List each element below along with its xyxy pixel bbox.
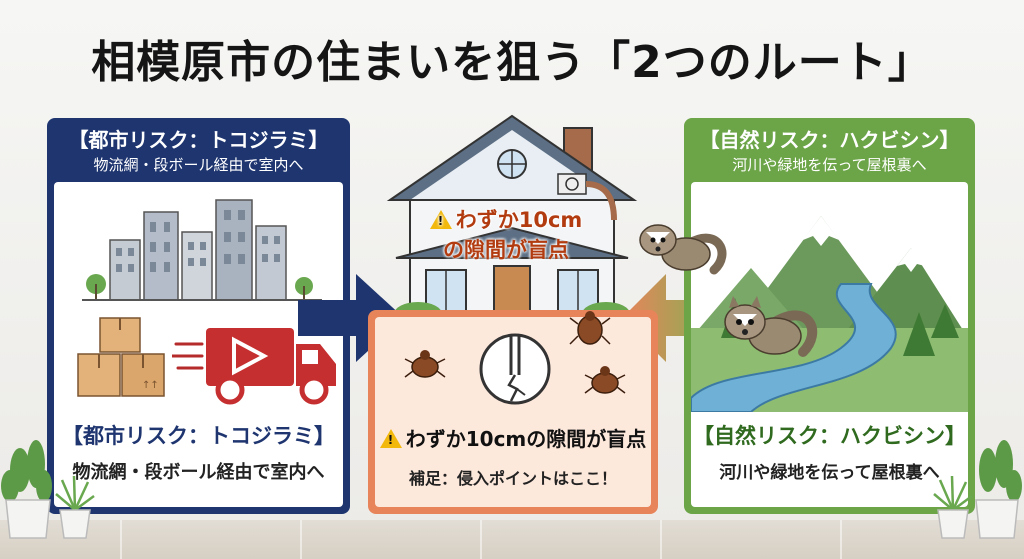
nature-risk-footer-subtitle: 河川や緑地を伝って屋根裏へ xyxy=(719,463,940,483)
urban-risk-footer-title: 【都市リスク：トコジラミ】 xyxy=(62,424,335,448)
callout-line-1: わずか10cm xyxy=(455,208,583,232)
callout-line-2: の隙間が盲点 xyxy=(443,238,569,262)
house-icon xyxy=(386,114,638,320)
nature-risk-header-subtitle: 河川や緑地を伝って屋根裏へ xyxy=(732,156,927,174)
nature-risk-illustration-area: 【自然リスク：ハクビシン】 河川や緑地を伝って屋根裏へ xyxy=(691,182,968,507)
gap-warning-callout: !わずか10cm の隙間が盲点 xyxy=(397,204,615,264)
svg-text:↑↑: ↑↑ xyxy=(142,380,159,391)
gap-point-footer-title: !わずか10cmの隙間が盲点 xyxy=(375,423,651,452)
bedbug-on-house-icon xyxy=(569,311,611,345)
urban-risk-header-subtitle: 物流網・段ボール経由で室内へ xyxy=(93,156,304,174)
potted-plant-left-icon xyxy=(1,440,52,539)
page-title: 相模原市の住まいを狙う「2つのルート」 xyxy=(91,37,933,88)
bedbug-icon-2 xyxy=(584,366,626,394)
urban-risk-illustration-area: ↑↑ 【都市リスク：トコジラミ】 物流網・段ボール経由で室内へ xyxy=(54,182,343,507)
gap-point-footer-subtitle: 補足：侵入ポイントはここ！ xyxy=(408,469,617,488)
floor xyxy=(0,520,1024,559)
nature-risk-header-title: 【自然リスク：ハクビシン】 xyxy=(699,128,960,152)
gap-point-illustration-area: !わずか10cmの隙間が盲点 補足：侵入ポイントはここ！ xyxy=(375,317,651,507)
nature-risk-panel: 【自然リスク：ハクビシン】 河川や緑地を伝って屋根裏へ 【自然リスク：ハクビシン… xyxy=(684,118,975,514)
bedbug-icon xyxy=(404,350,446,378)
civet-icon xyxy=(724,296,818,357)
river-icon xyxy=(691,283,897,412)
gap-point-panel: !わずか10cmの隙間が盲点 補足：侵入ポイントはここ！ xyxy=(368,310,658,514)
warning-icon-2: ! xyxy=(379,429,402,448)
potted-grass-right-icon xyxy=(933,476,973,539)
potted-grass-left-icon xyxy=(55,476,95,539)
nature-risk-footer-title: 【自然リスク：ハクビシン】 xyxy=(693,424,966,448)
cardboard-boxes-icon: ↑↑ xyxy=(77,317,165,397)
urban-risk-header-title: 【都市リスク：トコジラミ】 xyxy=(68,128,329,152)
potted-plant-right-icon xyxy=(975,440,1022,539)
city-buildings-icon xyxy=(82,199,322,301)
urban-risk-footer-subtitle: 物流網・段ボール経由で室内へ xyxy=(72,462,325,483)
warning-icon: ! xyxy=(429,210,452,229)
civet-on-roof-icon xyxy=(639,224,727,275)
delivery-truck-icon xyxy=(172,328,336,405)
crack-magnifier-icon xyxy=(479,333,551,405)
